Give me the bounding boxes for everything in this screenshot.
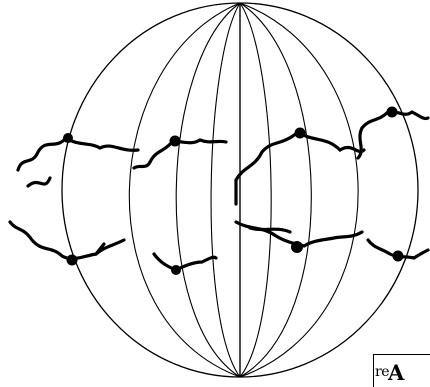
chromosome-upper-left <box>18 133 138 186</box>
chromosome-lower-right <box>368 240 428 262</box>
centromere-dot <box>291 241 303 253</box>
spindle-fiber <box>129 3 240 377</box>
centromere-dot <box>393 251 404 262</box>
centromere-dot <box>295 128 306 139</box>
chromosome-lower-left <box>10 222 124 266</box>
chromosome-lower-mid <box>154 254 216 275</box>
centromere-dot <box>170 136 181 147</box>
chromosome-upper-right-center <box>236 128 364 205</box>
figure-label-prefix: re <box>375 364 389 380</box>
centromere-dot <box>171 265 181 275</box>
figure-label-letter: A <box>388 360 404 385</box>
centromere-dot <box>67 255 78 266</box>
centromere-dot <box>387 107 398 118</box>
spindle-fiber <box>240 3 311 377</box>
spindle-fiber <box>176 3 240 377</box>
chromosome-lower-right-center <box>236 222 362 253</box>
spindle-fiber <box>240 3 358 377</box>
chromosome-upper-right <box>358 107 428 159</box>
centromere-dot <box>63 133 73 143</box>
spindle-fiber <box>240 3 271 377</box>
figure-label: re A <box>373 354 430 387</box>
